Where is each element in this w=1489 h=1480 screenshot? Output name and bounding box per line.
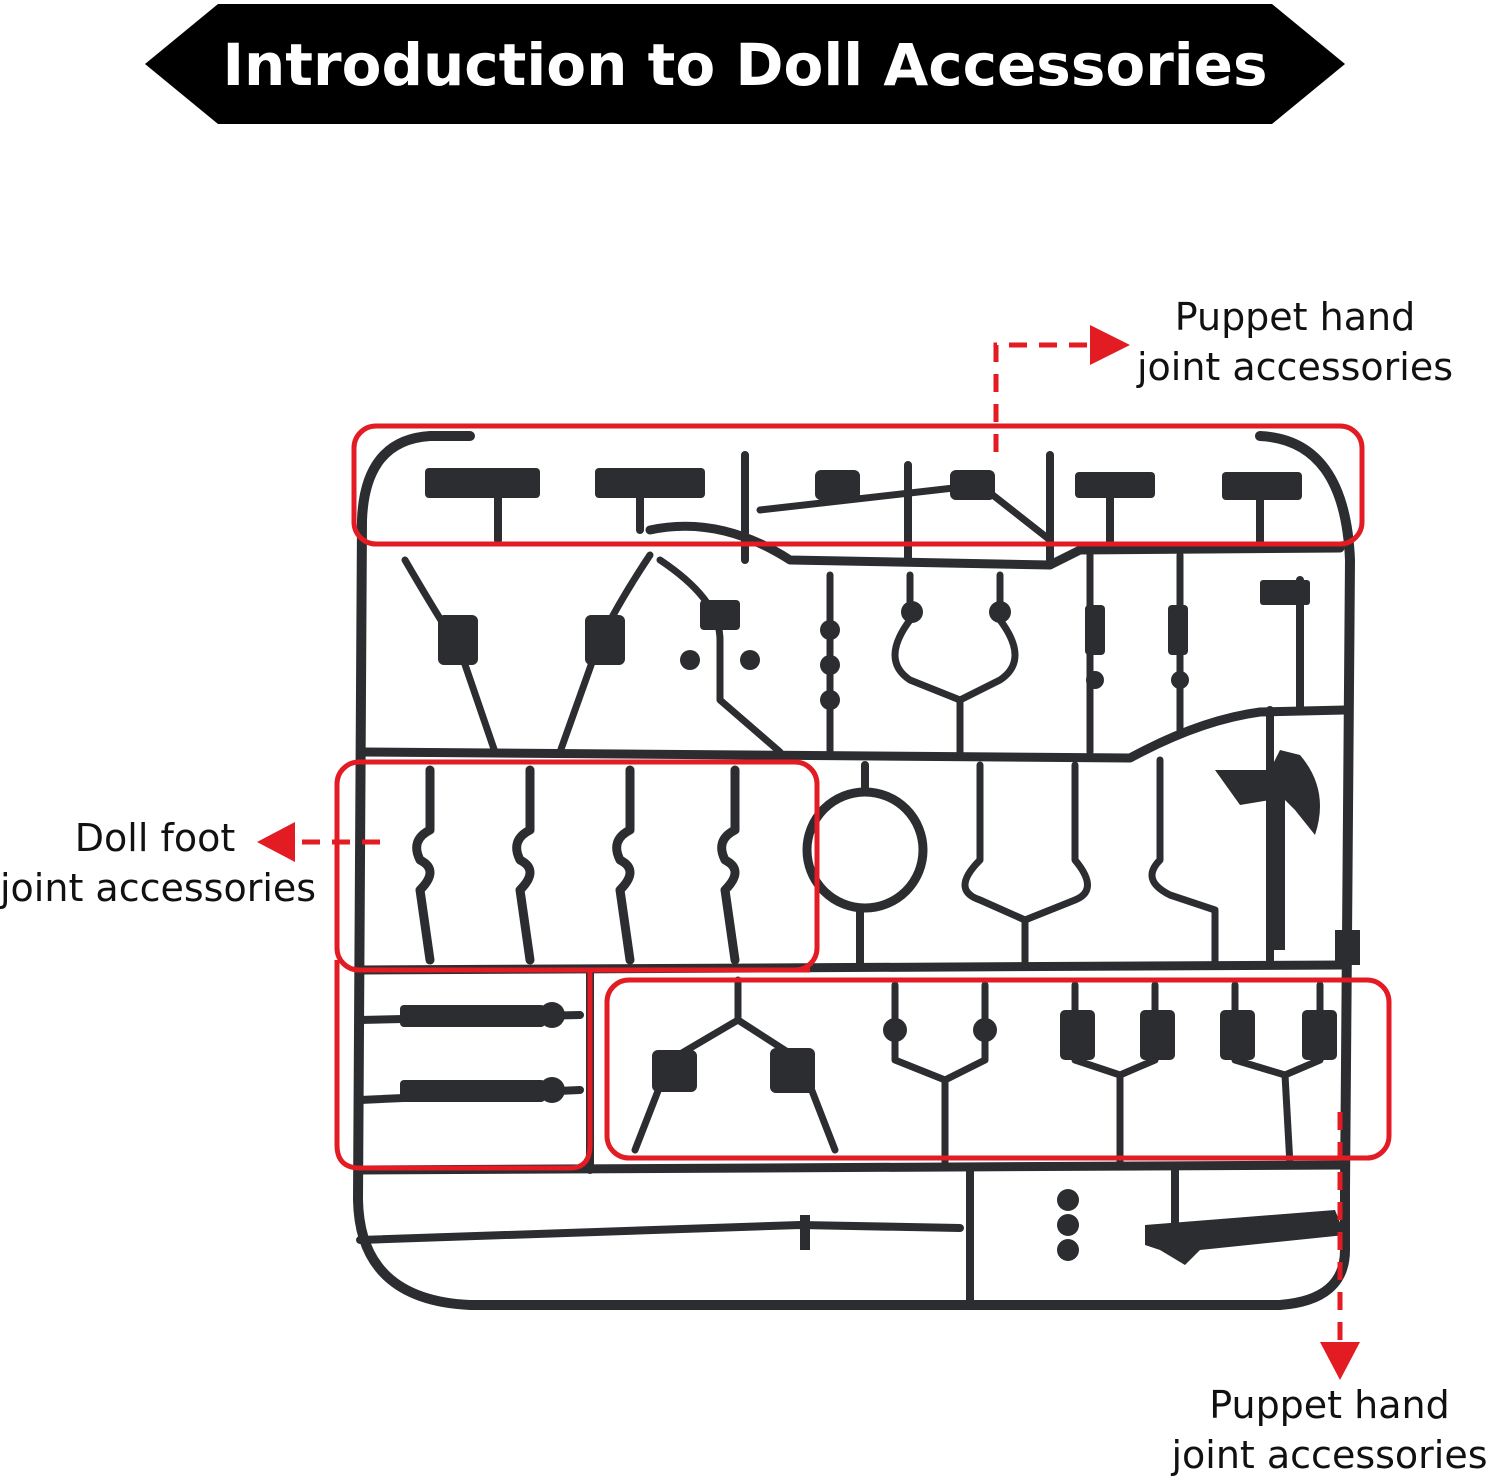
label-bottom-puppet-hand: Puppet hand joint accessories	[1170, 1380, 1489, 1480]
label-top-line2: joint accessories	[1136, 345, 1454, 389]
highlight-boxes	[334, 423, 1392, 1171]
label-top-puppet-hand: Puppet hand joint accessories	[1125, 292, 1465, 392]
label-bottom-line1: Puppet hand	[1209, 1383, 1450, 1427]
highlight-foot-joints	[334, 759, 820, 973]
highlight-bottom-hand-joints	[604, 977, 1392, 1161]
page-title: Introduction to Doll Accessories	[222, 31, 1268, 99]
arrow-left	[257, 822, 380, 862]
label-left-line1: Doll foot	[74, 816, 236, 860]
arrow-bottom	[1320, 1112, 1360, 1380]
arrow-top	[993, 325, 1130, 452]
highlight-top-hand-joints	[351, 423, 1365, 547]
sprue-parts	[400, 468, 1360, 1265]
title-banner	[145, 4, 1345, 124]
label-left-line2: joint accessories	[0, 866, 317, 910]
sprue-frame	[353, 431, 1355, 1310]
label-left-doll-foot: Doll foot joint accessories	[0, 813, 317, 913]
highlight-foot-joints-lower	[334, 960, 810, 1171]
banner-shape	[145, 4, 1345, 124]
label-bottom-line2: joint accessories	[1171, 1433, 1488, 1477]
label-top-line1: Puppet hand	[1174, 295, 1416, 339]
